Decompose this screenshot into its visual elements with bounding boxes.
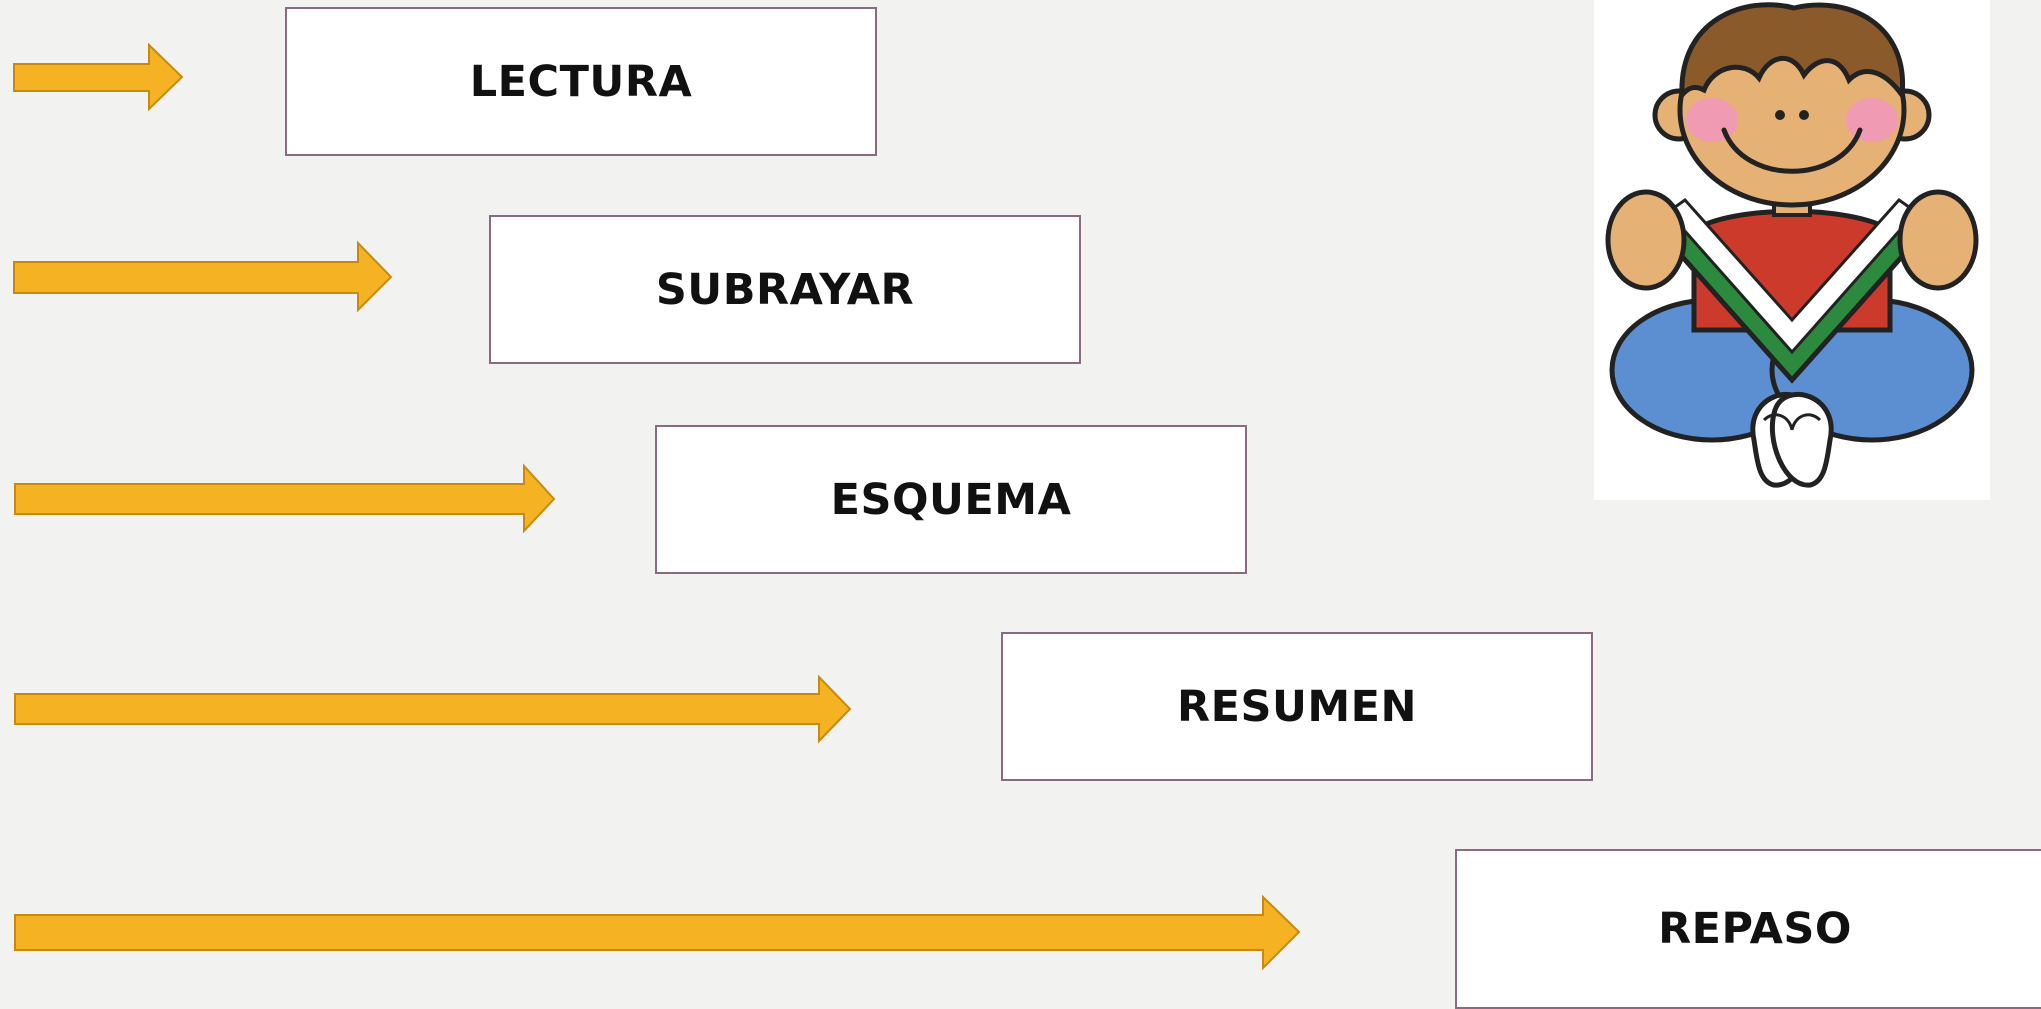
step-label: SUBRAYAR — [655, 264, 915, 315]
step-label: LECTURA — [469, 56, 693, 107]
arrow-5 — [14, 894, 1301, 971]
step-label: REPASO — [1658, 904, 1852, 954]
step-box-esquema: ESQUEMA — [655, 425, 1247, 574]
step-label: RESUMEN — [1176, 681, 1418, 732]
step-label: ESQUEMA — [830, 474, 1072, 525]
step-box-lectura: LECTURA — [285, 7, 877, 156]
arrow-3 — [14, 463, 556, 534]
arrow-1 — [13, 42, 184, 112]
arrow-4 — [14, 674, 852, 744]
boy-reading-book-icon — [1594, 0, 1990, 500]
boy-reading-illustration — [1605, 2, 1979, 488]
step-box-repaso: REPASO — [1455, 849, 2041, 1009]
step-box-subrayar: SUBRAYAR — [489, 215, 1081, 364]
step-box-resumen: RESUMEN — [1001, 632, 1593, 781]
arrow-2 — [13, 240, 393, 313]
